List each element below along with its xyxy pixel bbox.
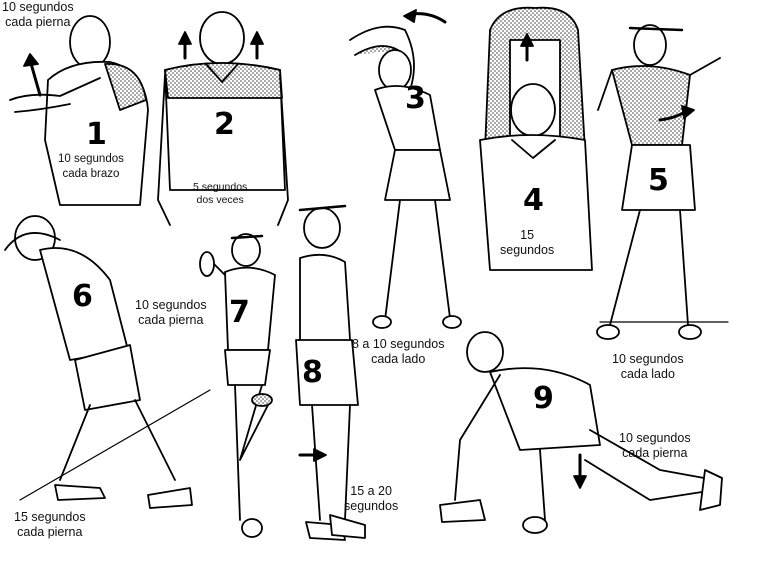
caption-line: 10 segundos bbox=[58, 153, 124, 165]
caption-line: 10 segundos bbox=[619, 431, 691, 445]
figure-9 bbox=[439, 331, 723, 534]
exercise-number-3: 3 bbox=[405, 81, 426, 116]
caption-line: 10 segundos bbox=[2, 0, 74, 14]
caption-line: 15 a 20 bbox=[350, 484, 392, 498]
exercise-8-caption: 15 a 20 segundos bbox=[344, 484, 398, 514]
exercise-4-caption: 15 segundos bbox=[500, 228, 554, 258]
exercise-2-caption: 5 segundos dos veces bbox=[193, 181, 247, 207]
caption-line: 10 segundos bbox=[135, 298, 207, 312]
caption-line: cada pierna bbox=[138, 313, 204, 327]
exercise-number-4: 4 bbox=[523, 183, 544, 218]
exercise-number-8: 8 bbox=[302, 355, 323, 390]
caption-line: cada lado bbox=[620, 367, 675, 381]
exercise-number-6: 6 bbox=[72, 279, 93, 314]
exercise-1-caption: 10 segundos cada brazo bbox=[58, 152, 124, 182]
figure-1 bbox=[9, 15, 149, 206]
exercise-number-9: 9 bbox=[533, 381, 554, 416]
figure-4 bbox=[479, 6, 593, 271]
caption-line: cada brazo bbox=[62, 168, 120, 180]
exercise-number-1: 1 bbox=[86, 117, 107, 152]
exercise-6-caption: 15 segundos cada pierna bbox=[14, 510, 86, 540]
caption-line: 10 segundos bbox=[612, 352, 684, 366]
exercise-3-caption: 8 a 10 segundos cada lado bbox=[352, 337, 444, 367]
figure-2 bbox=[157, 11, 289, 226]
figure-7 bbox=[199, 233, 276, 538]
caption-line: segundos bbox=[344, 499, 399, 513]
figure-5 bbox=[596, 24, 729, 340]
figure-3 bbox=[349, 9, 462, 329]
caption-line: 15 segundos bbox=[14, 510, 86, 524]
exercise-7-caption: 10 segundos cada pierna bbox=[135, 298, 207, 328]
caption-line: 8 a 10 segundos bbox=[352, 337, 445, 351]
caption-line: cada pierna bbox=[622, 446, 688, 460]
caption-line: cada pierna bbox=[5, 15, 71, 29]
figure-6 bbox=[4, 215, 211, 509]
caption-line: cada pierna bbox=[17, 525, 83, 539]
caption-line: dos veces bbox=[196, 194, 244, 206]
caption-line: segundos bbox=[500, 243, 555, 257]
caption-line: cada lado bbox=[371, 352, 426, 366]
caption-line: 15 bbox=[520, 228, 535, 242]
exercise-number-5: 5 bbox=[648, 163, 669, 198]
caption-line: 5 segundos bbox=[193, 181, 248, 193]
exercise-number-2: 2 bbox=[214, 107, 235, 142]
exercise-9-caption: 10 segundos cada pierna bbox=[619, 431, 691, 461]
exercise-number-7: 7 bbox=[229, 295, 250, 330]
extra-caption: 10 segundos cada pierna bbox=[2, 0, 74, 30]
exercise-5-caption: 10 segundos cada lado bbox=[612, 352, 684, 382]
figure-8 bbox=[295, 204, 366, 541]
